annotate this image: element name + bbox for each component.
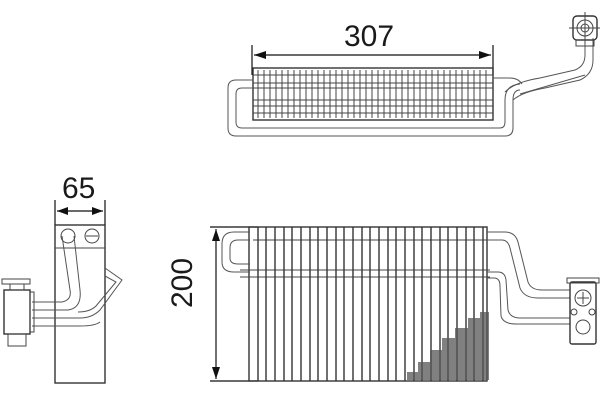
- top-view: [227, 12, 600, 137]
- dimension-label-200: 200: [166, 257, 199, 308]
- dimension-label-307: 307: [344, 20, 395, 53]
- dimension-label-65: 65: [62, 172, 96, 205]
- front-view: [210, 226, 600, 382]
- side-view: [1, 200, 123, 384]
